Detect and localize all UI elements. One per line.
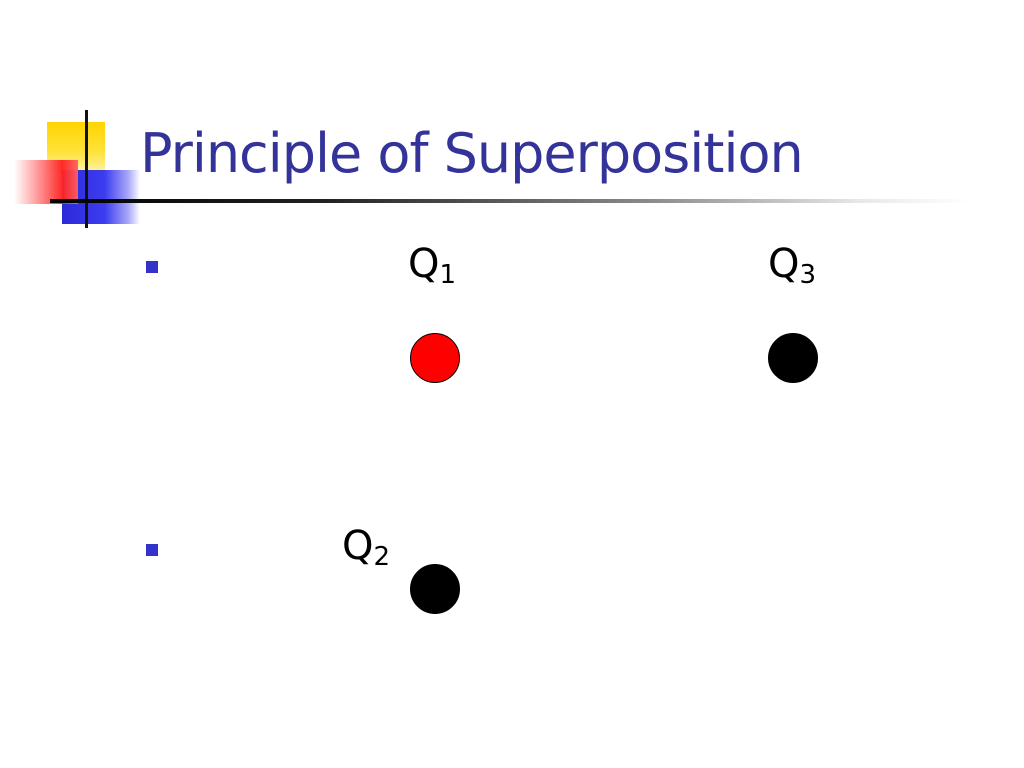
charge-label-q2: Q2	[342, 523, 391, 572]
bullet-icon	[146, 261, 158, 273]
bullet-icon	[146, 544, 158, 556]
vertical-line-decoration	[85, 110, 88, 228]
title-underline-rule	[50, 199, 970, 203]
red-square-decoration	[14, 160, 78, 204]
charge-label-q3: Q3	[768, 241, 817, 290]
charge-q1-circle	[410, 333, 460, 383]
charge-label-q1: Q1	[408, 241, 457, 290]
slide-title: Principle of Superposition	[140, 122, 804, 185]
charge-q3-circle	[768, 333, 818, 383]
charge-q2-circle	[410, 564, 460, 614]
